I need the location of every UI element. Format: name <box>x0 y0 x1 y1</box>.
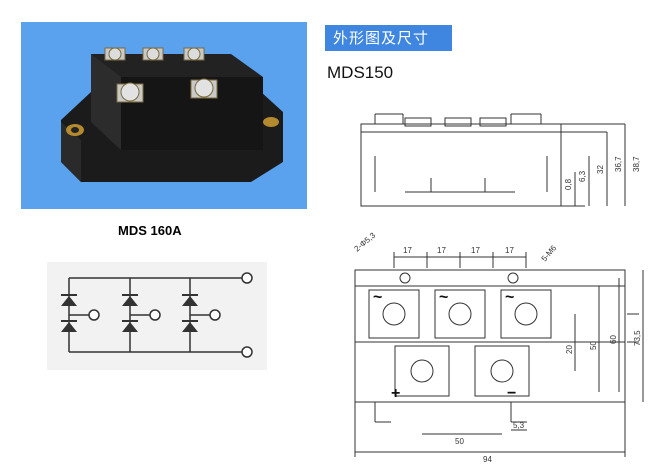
dim-60: 60 <box>609 335 618 344</box>
pitch-4: 17 <box>505 246 514 255</box>
pitch-1: 17 <box>403 246 412 255</box>
screw-label: 5-M6 <box>540 243 559 263</box>
dim-5-3: 5,3 <box>513 421 525 430</box>
pitch-2: 17 <box>437 246 446 255</box>
ac-terminal-3: ~ <box>505 289 514 306</box>
hole-label: 2-Φ5,3 <box>353 230 378 253</box>
dim-50-v: 50 <box>589 341 598 350</box>
section-title: 外形图及尺寸 <box>325 25 452 51</box>
dim-36-7: 36,7 <box>614 156 623 172</box>
product-caption: MDS 160A <box>118 223 182 238</box>
dim-73-5: 73,5 <box>633 330 642 346</box>
dim-94: 94 <box>483 455 492 464</box>
dimension-drawing: 0,8 6,3 32 36,7 38,7 2-Φ5,3 17 17 17 17 … <box>353 113 644 464</box>
minus-terminal: − <box>507 385 516 402</box>
ac-terminal-1: ~ <box>373 289 382 306</box>
dim-50-h: 50 <box>455 437 464 446</box>
pitch-3: 17 <box>471 246 480 255</box>
dim-6-3: 6,3 <box>578 170 587 182</box>
product-photo <box>21 22 307 209</box>
dim-0-8: 0,8 <box>564 178 573 190</box>
circuit-schematic <box>47 262 267 370</box>
model-name: MDS150 <box>327 63 394 82</box>
dim-38-7: 38,7 <box>632 156 641 172</box>
dim-32: 32 <box>596 165 605 174</box>
plus-terminal: + <box>391 385 400 402</box>
ac-terminal-2: ~ <box>439 289 448 306</box>
dim-20: 20 <box>565 345 574 354</box>
